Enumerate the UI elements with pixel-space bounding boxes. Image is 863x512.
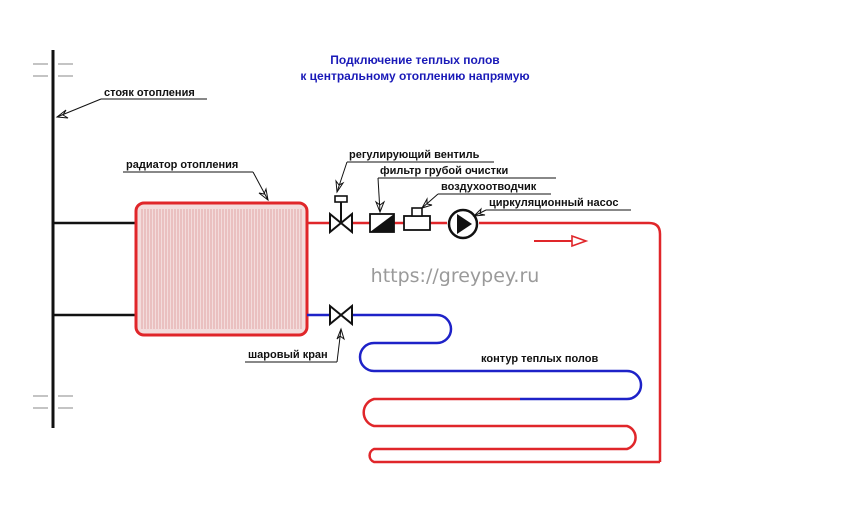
filter-icon (369, 213, 395, 233)
filter-label: фильтр грубой очистки (380, 165, 508, 177)
radiator-label-group: радиатор отопления (123, 159, 269, 202)
supply-pipe (307, 221, 662, 462)
filter-label-group: фильтр грубой очистки (374, 165, 556, 214)
control-valve-label-group: регулирующий вентиль (335, 149, 494, 194)
ball-valve-label: шаровый кран (248, 349, 328, 361)
radiator-label: радиатор отопления (126, 159, 238, 171)
pump-icon (447, 208, 479, 240)
air-vent-label: воздухоотводчик (441, 181, 537, 193)
pump-label-group: циркуляционный насос (472, 197, 631, 217)
riser-label: стояк отопления (104, 87, 195, 99)
flow-arrow-icon (534, 234, 589, 248)
control-valve-label: регулирующий вентиль (349, 149, 480, 161)
riser-label-group: стояк отопления (55, 87, 207, 119)
diagram-title-line-1: Подключение теплых полов (330, 53, 499, 67)
ball-valve-icon (329, 303, 353, 327)
floor-loop-label: контур теплых полов (481, 353, 598, 365)
air-vent-icon (403, 207, 431, 231)
control-valve-icon (329, 195, 353, 235)
air-vent-label-group: воздухоотводчик (420, 181, 551, 209)
diagram-title-line-2: к центральному отоплению напрямую (300, 69, 529, 83)
ball-valve-label-group: шаровый кран (245, 327, 345, 363)
radiator (134, 201, 309, 337)
heating-riser (33, 50, 136, 428)
pump-label: циркуляционный насос (489, 197, 618, 209)
radiator-fins (141, 209, 302, 329)
watermark-url: https://greypey.ru (371, 265, 540, 287)
floor-heating-loop (307, 313, 660, 464)
